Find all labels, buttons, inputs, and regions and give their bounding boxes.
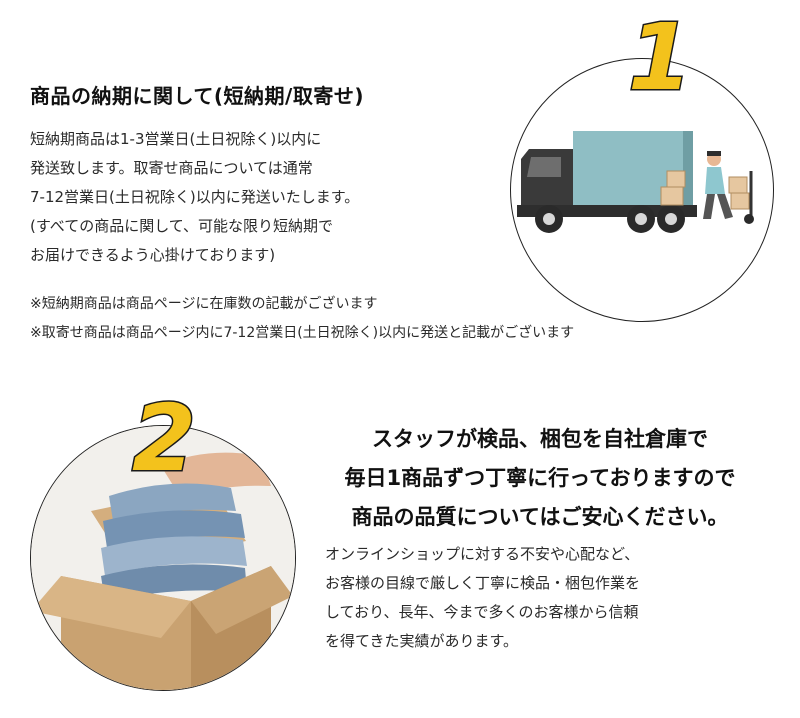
- quality-headline: スタッフが検品、梱包を自社倉庫で 毎日1商品ずつ丁寧に行っておりますので 商品の…: [300, 420, 780, 537]
- delivery-section-body: 短納期商品は1-3営業日(土日祝除く)以内に 発送致します。取寄せ商品については…: [30, 125, 500, 270]
- body-line: 短納期商品は1-3営業日(土日祝除く)以内に: [30, 130, 322, 148]
- packing-illustration: [31, 426, 295, 690]
- body-line: (すべての商品に関して、可能な限り短納期で: [30, 217, 334, 235]
- body-line: お客様の目線で厳しく丁寧に検品・梱包作業を: [325, 574, 641, 592]
- body-line: お届けできるよう心掛けております): [30, 246, 276, 264]
- body-line: を得てきた実績があります。: [325, 632, 519, 650]
- packing-image: [30, 425, 296, 691]
- note-line: ※短納期商品は商品ページに在庫数の記載がございます: [30, 296, 378, 312]
- headline-line: 毎日1商品ずつ丁寧に行っておりますので: [344, 466, 736, 490]
- body-line: オンラインショップに対する不安や心配など、: [325, 545, 640, 563]
- section-number-badge-1: 1: [626, 4, 693, 111]
- truck-illustration: [517, 131, 754, 233]
- body-line: しており、長年、今まで多くのお客様から信頼: [325, 603, 639, 621]
- folded-jeans: [101, 536, 247, 576]
- folded-jeans: [103, 510, 245, 548]
- note-line: ※取寄せ商品は商品ページ内に7-12営業日(土日祝除く)以内に発送と記載がござい…: [30, 325, 575, 341]
- delivery-section-title: 商品の納期に関して(短納期/取寄せ): [30, 84, 364, 108]
- body-line: 発送致します。取寄せ商品については通常: [30, 159, 313, 177]
- folded-jeans: [109, 483, 236, 521]
- headline-line: スタッフが検品、梱包を自社倉庫で: [372, 427, 708, 451]
- body-line: 7-12営業日(土日祝除く)以内に発送いたします。: [30, 188, 360, 206]
- section-number-badge-2: 2: [130, 385, 197, 492]
- headline-line: 商品の品質についてはご安心ください。: [351, 505, 729, 529]
- delivery-truck-image: [510, 58, 774, 322]
- worker-shirt: [705, 167, 725, 194]
- delivery-notes: ※短納期商品は商品ページに在庫数の記載がございます ※取寄せ商品は商品ページ内に…: [30, 290, 574, 348]
- quality-body: オンラインショップに対する不安や心配など、 お客様の目線で厳しく丁寧に検品・梱包…: [325, 540, 640, 656]
